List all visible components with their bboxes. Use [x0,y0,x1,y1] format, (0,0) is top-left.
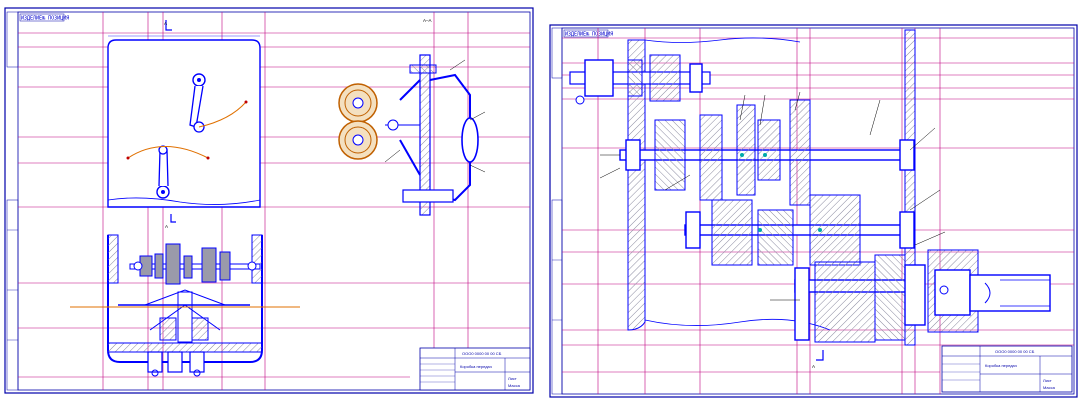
left-scale: Лист [508,376,517,381]
output-shaft [684,194,915,266]
left-sheet: ИЗДЕЛИЕ№ ПОЗИЦИЯ A A–A [4,7,534,394]
right-stamp-box [563,29,609,38]
left-title: Коробка передач [460,364,492,369]
right-sheet: ИЗДЕЛИЕ№ ПОЗИЦИЯ [549,24,1078,398]
leader-lines [599,91,946,301]
gear-assembly-front [70,234,300,377]
section-title: A–A [423,18,432,23]
input-shaft-upper [569,54,711,105]
output-assembly [794,249,1051,343]
left-stamp-box [19,13,65,22]
right-title-block: ООО0 0000 00 00 СБ Коробка передач Лист … [941,345,1073,393]
right-title: Коробка передач [985,363,1017,368]
left-title-block: ООО0 0000 00 00 СБ Коробка передач Лист … [419,347,531,391]
right-scale: Лист [1043,378,1052,383]
section-view-gears [338,54,486,216]
right-doc-code: ООО0 0000 00 00 СБ [995,349,1035,354]
top-view-housing [107,35,261,208]
left-stamp: ИЗДЕЛИЕ№ ПОЗИЦИЯ [21,16,69,22]
right-section-marker: A [812,364,815,369]
section-marker-bottom: A [165,224,168,229]
left-doc-code: ООО0 0000 00 00 СБ [462,351,502,356]
left-sheet-no: Масса [508,383,521,388]
right-sheet-no: Масса [1043,385,1056,390]
intermediate-shaft [619,99,915,206]
section-marker-top: A [164,21,167,26]
right-stamp: ИЗДЕЛИЕ№ ПОЗИЦИЯ [565,32,613,38]
